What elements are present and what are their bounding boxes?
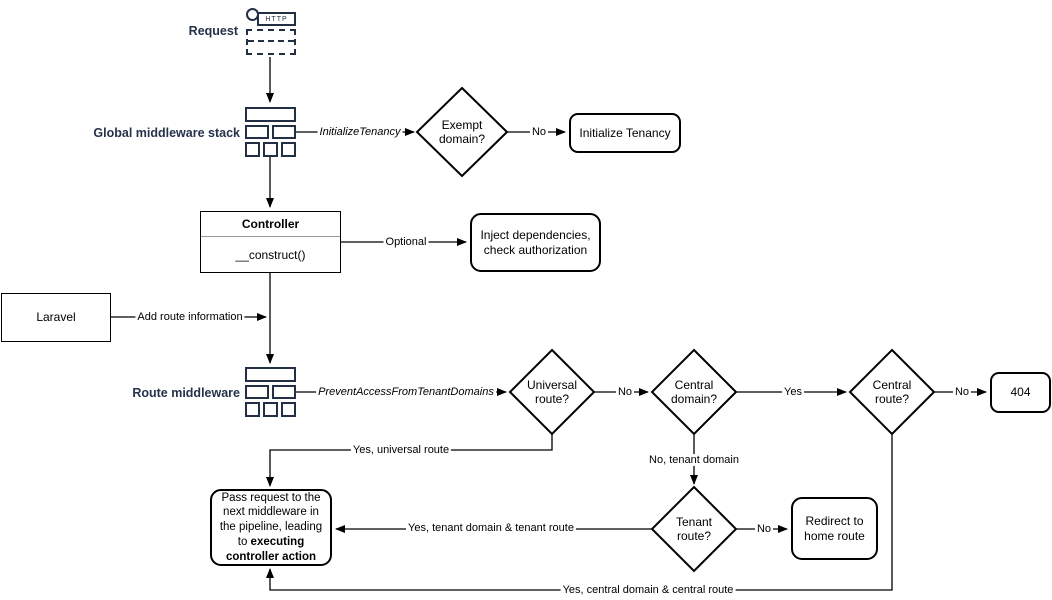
pass-request-node: Pass request to the next middleware in t… <box>210 489 332 566</box>
edge-label-tenant-route-no: No <box>754 523 774 535</box>
edge-label-no-tenant-domain: No, tenant domain <box>647 454 741 466</box>
decision-central-route-label: Central route? <box>872 377 912 406</box>
edge-label-yes-universal-route: Yes, universal route <box>350 444 452 456</box>
pass-request-text: Pass request to the next middleware in t… <box>219 491 323 548</box>
http-box-icon: HTTP <box>257 12 296 26</box>
pass-request-bold-text: executing controller action <box>225 535 317 563</box>
initialize-tenancy-node: Initialize Tenancy <box>569 113 681 153</box>
edge-label-prevent-access: PreventAccessFromTenantDomains <box>316 386 496 398</box>
redirect-home-node: Redirect to home route <box>791 497 878 560</box>
edge-label-yes-central-domain-route: Yes, central domain & central route <box>560 584 736 596</box>
edge-label-universal-no: No <box>615 386 635 398</box>
request-payload-icon <box>246 29 296 55</box>
404-node: 404 <box>990 372 1051 413</box>
global-middleware-stack-icon <box>245 107 296 158</box>
controller-node: Controller __construct() <box>200 211 341 273</box>
laravel-node: Laravel <box>1 293 111 342</box>
http-request-icon: HTTP <box>246 7 296 55</box>
edge-label-add-route-information: Add route information <box>135 311 245 323</box>
edge-label-optional: Optional <box>383 236 429 248</box>
edge-label-central-route-no: No <box>952 386 972 398</box>
decision-universal-route-label: Universal route? <box>526 377 577 406</box>
controller-method: __construct() <box>235 248 306 262</box>
http-label: HTTP <box>265 15 288 23</box>
edge-label-central-domain-yes: Yes <box>782 386 804 398</box>
controller-title: Controller <box>201 212 340 237</box>
request-stage-label: Request <box>188 24 238 38</box>
edge-label-initialize-tenancy: InitializeTenancy <box>317 126 403 138</box>
edge-label-yes-tenant-domain-route: Yes, tenant domain & tenant route <box>406 522 576 534</box>
route-middleware-stage-label: Route middleware <box>132 386 240 400</box>
decision-exempt-domain-label: Exempt domain? <box>438 117 486 146</box>
decision-central-domain-label: Central domain? <box>670 377 718 406</box>
decision-universal-route-shape <box>508 348 596 436</box>
request-circle-icon <box>246 8 259 21</box>
decision-exempt-domain-shape <box>415 86 509 178</box>
decision-central-domain-shape <box>650 348 738 436</box>
decision-tenant-route-shape <box>650 485 738 573</box>
edge-label-exempt-no: No <box>529 126 549 138</box>
global-middleware-stage-label: Global middleware stack <box>93 126 240 140</box>
route-middleware-stack-icon <box>245 367 296 418</box>
edge-universal-yes <box>266 434 553 487</box>
inject-dependencies-node: Inject dependencies, check authorization <box>470 213 601 272</box>
decision-central-route-shape <box>848 348 936 436</box>
decision-tenant-route-label: Tenant route? <box>675 514 713 543</box>
